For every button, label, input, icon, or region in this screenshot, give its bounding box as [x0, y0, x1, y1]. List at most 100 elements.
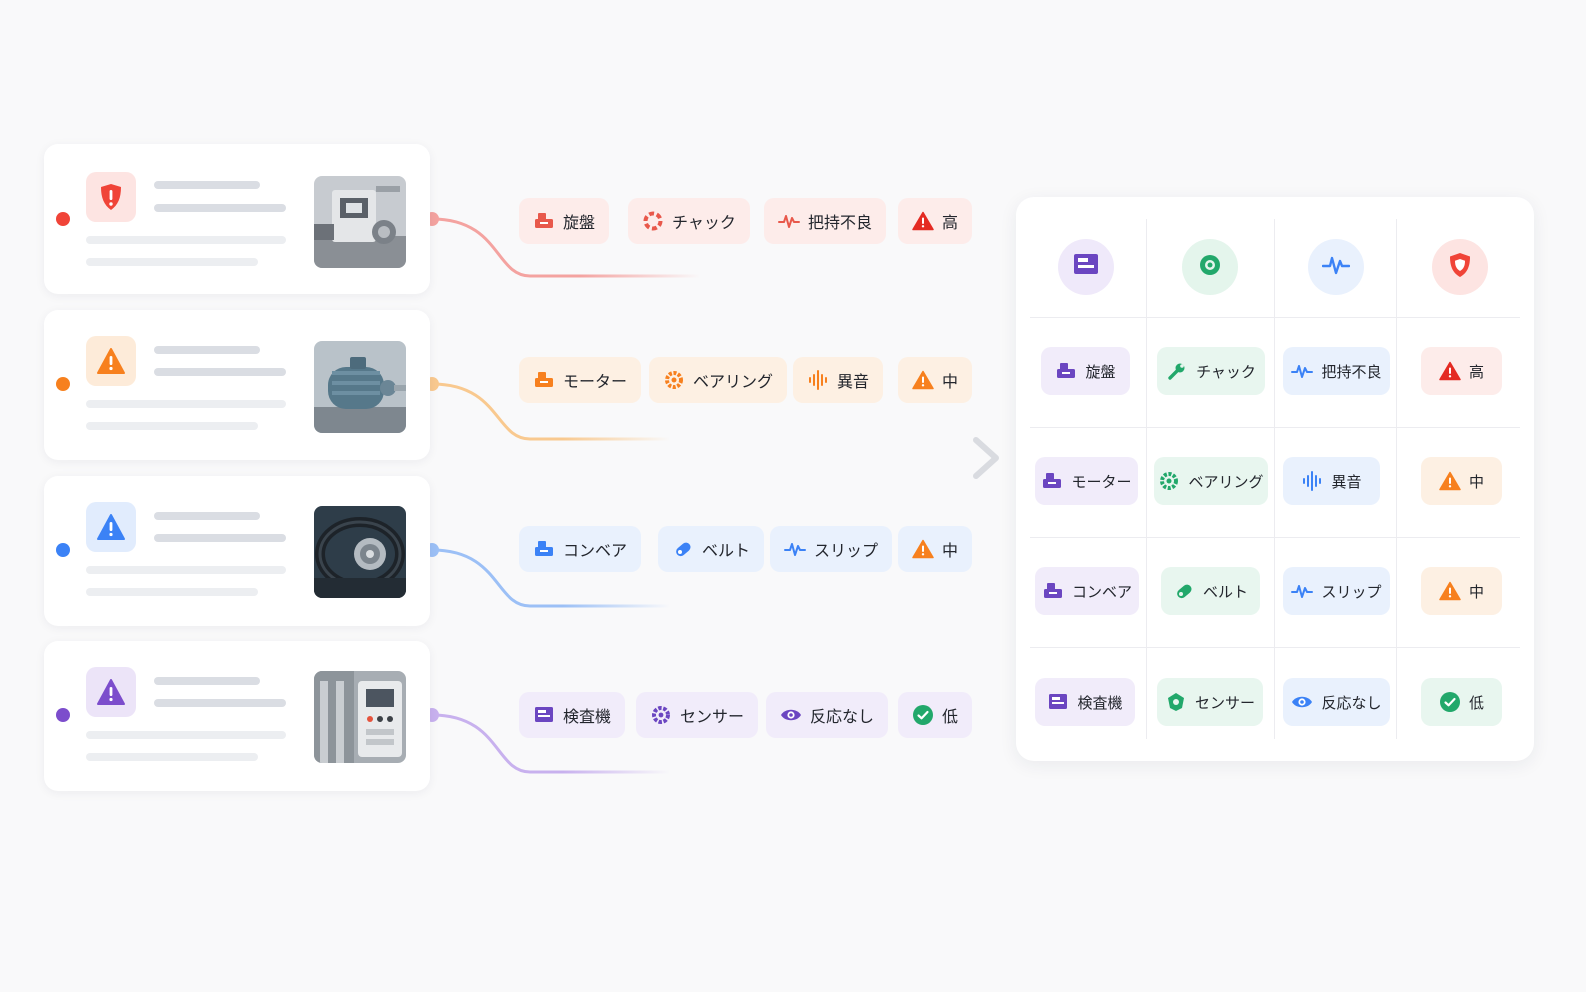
warning-triangle-icon [86, 336, 136, 386]
tag-severity-medium[interactable]: 中 [898, 357, 973, 403]
shield-icon [1447, 251, 1473, 283]
cell-label: チャック [1196, 362, 1256, 381]
cell-label: 中 [1468, 582, 1484, 601]
cell-label: 検査機 [1077, 693, 1123, 712]
grid-cell-severity[interactable]: 低 [1421, 678, 1502, 726]
warning-triangle-icon [1439, 360, 1461, 382]
grid-cell-component[interactable]: チャック [1157, 347, 1265, 395]
waveform-icon [1321, 254, 1351, 280]
skeleton-line [154, 368, 286, 376]
cell-label: スリップ [1321, 582, 1382, 601]
tag-label: 旋盤 [563, 213, 596, 232]
tag-component-sensor[interactable]: センサー [636, 692, 759, 738]
bearing-gear-icon [1158, 470, 1180, 492]
cell-label: 異音 [1331, 472, 1362, 491]
warning-triangle-icon [86, 502, 136, 552]
column-machine-header [1058, 239, 1114, 295]
severity-dot [56, 543, 70, 557]
grid-cell-machine[interactable]: 旋盤 [1041, 347, 1130, 395]
tag-label: 中 [942, 372, 959, 391]
cell-label: 反応なし [1321, 693, 1382, 712]
grid-cell-component[interactable]: ベアリング [1154, 457, 1268, 505]
tag-machine-inspection[interactable]: 検査機 [519, 692, 626, 738]
skeleton-line [86, 588, 258, 596]
grid-divider [1274, 219, 1275, 739]
skeleton-line [86, 753, 258, 761]
skeleton-line [86, 566, 286, 574]
grid-divider [1030, 647, 1520, 648]
cell-label: 低 [1468, 693, 1484, 712]
skeleton-line [154, 181, 260, 189]
waveform-icon [1291, 580, 1314, 602]
skeleton-line [86, 258, 258, 266]
incident-card-motor[interactable] [44, 310, 430, 460]
grid-cell-component[interactable]: ベルト [1161, 567, 1260, 615]
waveform-icon [1291, 360, 1314, 382]
tag-machine-motor[interactable]: モーター [519, 357, 642, 403]
tag-severity-low[interactable]: 低 [898, 692, 973, 738]
grid-cell-severity[interactable]: 中 [1421, 567, 1502, 615]
tag-label: 把持不良 [808, 213, 873, 232]
warning-triangle-icon [912, 369, 934, 391]
machine-icon [533, 369, 555, 391]
tag-machine-lathe[interactable]: 旋盤 [519, 198, 610, 244]
tag-symptom-no-response[interactable]: 反応なし [766, 692, 889, 738]
cell-label: ベルト [1202, 582, 1248, 601]
grid-cell-component[interactable]: センサー [1157, 678, 1263, 726]
grid-cell-machine[interactable]: 検査機 [1035, 678, 1135, 726]
tag-label: 異音 [837, 372, 870, 391]
warning-triangle-icon [86, 667, 136, 717]
tag-symptom-slip[interactable]: スリップ [770, 526, 893, 572]
tag-label: センサー [680, 707, 745, 726]
tag-severity-high[interactable]: 高 [898, 198, 973, 244]
electric-motor-photo [314, 341, 406, 433]
cell-label: 中 [1468, 472, 1484, 491]
grid-cell-symptom[interactable]: 異音 [1283, 457, 1380, 505]
machine-icon [1055, 360, 1077, 382]
sensor-icon [1165, 691, 1187, 713]
grid-cell-symptom[interactable]: スリップ [1283, 567, 1390, 615]
grid-divider [1030, 537, 1520, 538]
grid-cell-machine[interactable]: コンベア [1035, 567, 1139, 615]
warning-triangle-icon [1439, 580, 1461, 602]
sensor-gear-icon [650, 704, 672, 726]
machine-icon [1041, 470, 1063, 492]
cell-label: 高 [1468, 362, 1484, 381]
column-severity-header [1432, 239, 1488, 295]
tag-label: ベルト [702, 541, 751, 560]
tag-machine-conveyor[interactable]: コンベア [519, 526, 642, 572]
cell-label: モーター [1071, 472, 1132, 491]
machine-icon [1047, 691, 1069, 713]
bearing-gear-icon [663, 369, 685, 391]
wrench-icon [1166, 360, 1188, 382]
tag-severity-medium[interactable]: 中 [898, 526, 973, 572]
grid-cell-symptom[interactable]: 把持不良 [1283, 347, 1390, 395]
cell-label: センサー [1194, 693, 1255, 712]
grid-cell-symptom[interactable]: 反応なし [1283, 678, 1390, 726]
warning-triangle-icon [912, 210, 934, 232]
tag-label: スリップ [814, 541, 879, 560]
skeleton-line [154, 346, 260, 354]
tag-label: 中 [942, 541, 959, 560]
tag-component-bearing[interactable]: ベアリング [649, 357, 788, 403]
grid-cell-machine[interactable]: モーター [1035, 457, 1138, 505]
skeleton-line [154, 204, 286, 212]
tag-component-belt[interactable]: ベルト [658, 526, 765, 572]
tag-label: モーター [563, 372, 628, 391]
check-circle-icon [912, 704, 934, 726]
grid-cell-severity[interactable]: 高 [1421, 347, 1502, 395]
tag-label: チャック [672, 213, 736, 232]
grid-divider [1030, 427, 1520, 428]
grid-divider [1396, 219, 1397, 739]
incident-card-lathe[interactable] [44, 144, 430, 294]
severity-dot [56, 212, 70, 226]
tag-symptom-noise[interactable]: 異音 [793, 357, 884, 403]
eye-icon [780, 704, 802, 726]
tag-component-chuck[interactable]: チャック [628, 198, 750, 244]
incident-card-inspection[interactable] [44, 641, 430, 791]
tag-symptom-grip[interactable]: 把持不良 [764, 198, 887, 244]
grid-cell-severity[interactable]: 中 [1421, 457, 1502, 505]
machine-icon [1072, 252, 1100, 282]
incident-card-conveyor[interactable] [44, 476, 430, 626]
belt-tag-icon [672, 538, 694, 560]
